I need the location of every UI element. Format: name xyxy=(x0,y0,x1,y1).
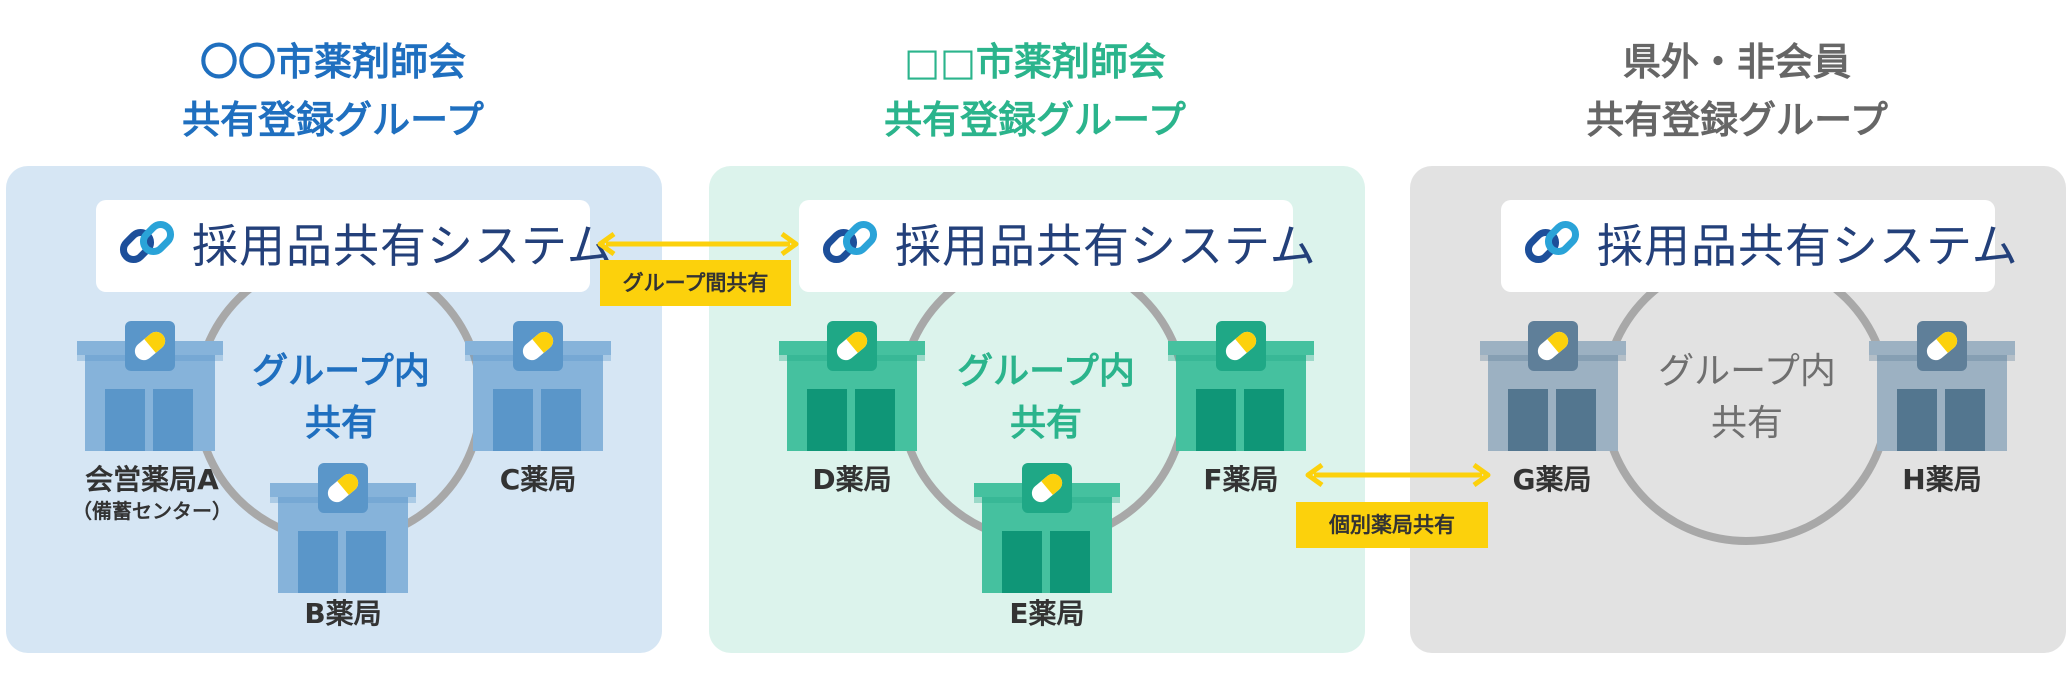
pharmacy-store-icon xyxy=(779,321,925,451)
chain-link-icon xyxy=(822,220,878,264)
pharmacy-store-icon xyxy=(465,321,611,451)
center-label-1: グループ内 共有 xyxy=(252,351,430,444)
store-icon-b xyxy=(270,463,416,593)
store-label-e: E薬局 xyxy=(1009,597,1085,630)
system-box-2: 採用品共有システム xyxy=(799,200,1316,292)
system-name: 採用品共有システム xyxy=(192,219,614,273)
individual-share-tag: 個別薬局共有 xyxy=(1296,502,1488,548)
store-icon-f xyxy=(1168,321,1314,451)
pharmacy-store-icon xyxy=(1869,321,2015,451)
store-label-g: G薬局 xyxy=(1512,463,1592,496)
center-label-3: グループ内 共有 xyxy=(1658,351,1836,444)
double-arrow-icon xyxy=(597,232,799,256)
center-label-2: グループ内 共有 xyxy=(957,351,1135,444)
system-box-3: 採用品共有システム xyxy=(1501,200,2018,292)
pharmacy-store-icon xyxy=(270,463,416,593)
store-label-h: H薬局 xyxy=(1902,463,1982,496)
store-icon-d xyxy=(779,321,925,451)
group-title-2: □□市薬剤師会 共有登録グループ xyxy=(884,40,1186,142)
pharmacy-store-icon xyxy=(1480,321,1626,451)
store-icon-h xyxy=(1869,321,2015,451)
double-arrow-icon xyxy=(1305,463,1491,487)
store-icon-c xyxy=(465,321,611,451)
system-box-1: 採用品共有システム xyxy=(96,200,613,292)
pharmacy-store-icon xyxy=(1168,321,1314,451)
system-name: 採用品共有システム xyxy=(1597,219,2019,273)
store-label-b: B薬局 xyxy=(304,597,382,630)
store-icon-g xyxy=(1480,321,1626,451)
group-title-3: 県外・非会員 共有登録グループ xyxy=(1586,40,1888,142)
store-label-a: 会営薬局A （備蓄センター） xyxy=(72,463,232,523)
group-title-1: 〇〇市薬剤師会 共有登録グループ xyxy=(182,40,484,142)
store-label-c: C薬局 xyxy=(499,463,577,496)
chain-link-icon xyxy=(119,220,175,264)
group-share-tag: グループ間共有 xyxy=(600,260,791,306)
store-icon-e xyxy=(974,463,1120,593)
system-name: 採用品共有システム xyxy=(895,219,1317,273)
chain-link-icon xyxy=(1524,220,1580,264)
store-icon-a xyxy=(77,321,223,451)
pharmacy-store-icon xyxy=(974,463,1120,593)
store-label-f: F薬局 xyxy=(1203,463,1279,496)
store-label-d: D薬局 xyxy=(812,463,892,496)
pharmacy-store-icon xyxy=(77,321,223,451)
